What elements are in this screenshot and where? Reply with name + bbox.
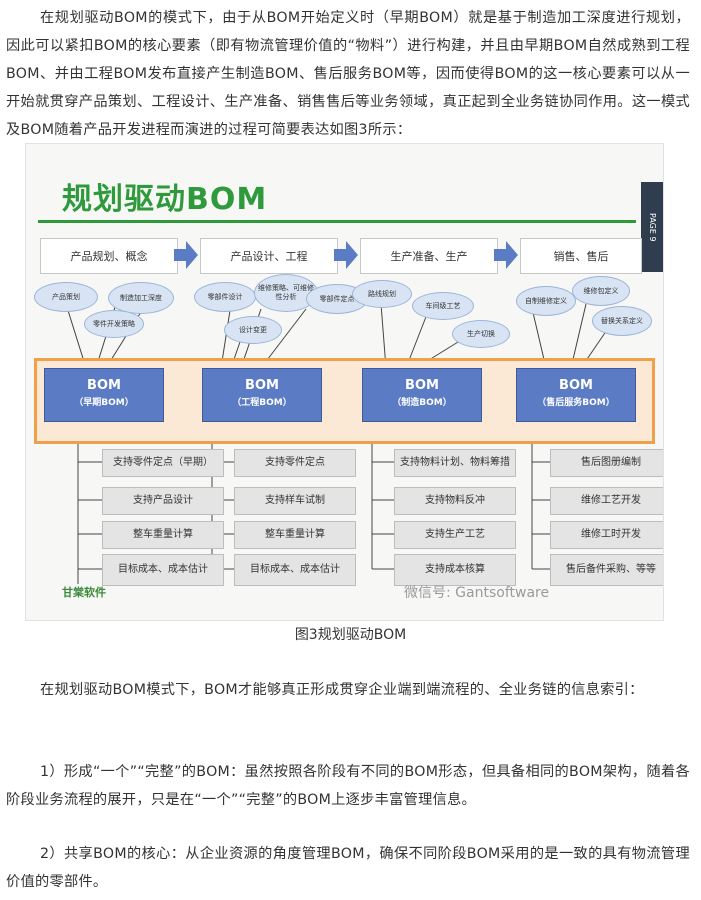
stage-sales: 销售、售后	[520, 238, 642, 274]
support-item: 整车重量计算	[234, 521, 356, 549]
bubble-design-change: 设计变更	[224, 316, 282, 344]
company-logo: 甘棠软件	[62, 586, 106, 599]
bom-service-sub: （售后服务BOM）	[537, 398, 615, 408]
title-rule	[38, 220, 636, 223]
bom-manufacturing: BOM （制造BOM）	[362, 368, 482, 422]
arrow-right-icon	[174, 241, 198, 269]
support-item: 支持物料反冲	[394, 487, 516, 515]
arrow-right-icon	[494, 241, 518, 269]
bubble-replacement-relation: 替换关系定义	[592, 306, 652, 336]
bubble-manufacturing-depth: 制造加工深度	[108, 282, 174, 314]
support-item: 目标成本、成本估计	[234, 554, 356, 586]
bubble-product-planning: 产品策划	[34, 282, 98, 312]
arrow-right-icon	[334, 241, 358, 269]
bubble-self-maintenance: 自制维修定义	[516, 286, 576, 316]
bom-service-title: BOM	[559, 378, 593, 393]
support-item: 支持零件定点	[234, 449, 356, 477]
support-item: 整车重量计算	[102, 521, 224, 549]
bom-early: BOM （早期BOM）	[44, 368, 164, 422]
paragraph-intro: 在规划驱动BOM的模式下，由于从BOM开始定义时（早期BOM）就是基于制造加工深…	[6, 10, 690, 138]
stage-design: 产品设计、工程	[200, 238, 338, 274]
bubble-part-design: 零部件设计	[194, 282, 256, 312]
bom-manufacturing-title: BOM	[405, 378, 439, 393]
support-item: 支持产品设计	[102, 487, 224, 515]
support-item: 支持零件定点（早期）	[102, 449, 224, 477]
support-item: 目标成本、成本估计	[102, 554, 224, 586]
bubble-workshop-process: 车间级工艺	[412, 292, 474, 320]
bom-early-sub: （早期BOM）	[74, 398, 134, 408]
bom-early-title: BOM	[87, 378, 121, 393]
bom-service: BOM （售后服务BOM）	[516, 368, 636, 422]
bubble-route-planning: 路线规划	[352, 280, 412, 308]
paragraph-point-2: 2）共享BOM的核心：从企业资源的角度管理BOM，确保不同阶段BOM采用的是一致…	[6, 846, 690, 890]
bubble-production-switch: 生产切换	[452, 320, 510, 348]
bom-engineering-title: BOM	[245, 378, 279, 393]
figure-planning-driven-bom: 规划驱动BOM PAGE 9 产品规划、概念 产品设计、工程 生产准备、生产 销…	[25, 143, 664, 621]
stage-production: 生产准备、生产	[360, 238, 498, 274]
paragraph-index: 在规划驱动BOM模式下，BOM才能够真正形成贯穿企业端到端流程的、全业务链的信息…	[40, 682, 644, 698]
support-item: 维修工时开发	[550, 521, 663, 549]
support-item: 维修工艺开发	[550, 487, 663, 515]
bom-engineering-sub: （工程BOM）	[232, 398, 292, 408]
bubble-maintenance-package: 维修包定义	[572, 276, 630, 306]
stage-planning: 产品规划、概念	[40, 238, 178, 274]
bom-manufacturing-sub: （制造BOM）	[392, 398, 452, 408]
support-item: 售后图册编制	[550, 449, 663, 477]
bubble-part-strategy: 零件开发策略	[84, 310, 144, 338]
support-item: 支持物料计划、物料筹措	[394, 449, 516, 477]
bom-engineering: BOM （工程BOM）	[202, 368, 322, 422]
wechat-watermark: 微信号: Gantsoftware	[404, 585, 550, 601]
support-item: 支持成本核算	[394, 554, 516, 586]
support-item: 支持生产工艺	[394, 521, 516, 549]
support-item: 售后备件采购、等等	[550, 554, 663, 586]
figure-caption: 图3规划驱动BOM	[294, 627, 407, 643]
support-item: 支持样车试制	[234, 487, 356, 515]
paragraph-point-1: 1）形成“一个”“完整”的BOM：虽然按照各阶段有不同的BOM形态，但具备相同的…	[6, 764, 690, 808]
figure-title: 规划驱动BOM	[62, 182, 268, 217]
page-tab: PAGE 9	[641, 182, 663, 272]
